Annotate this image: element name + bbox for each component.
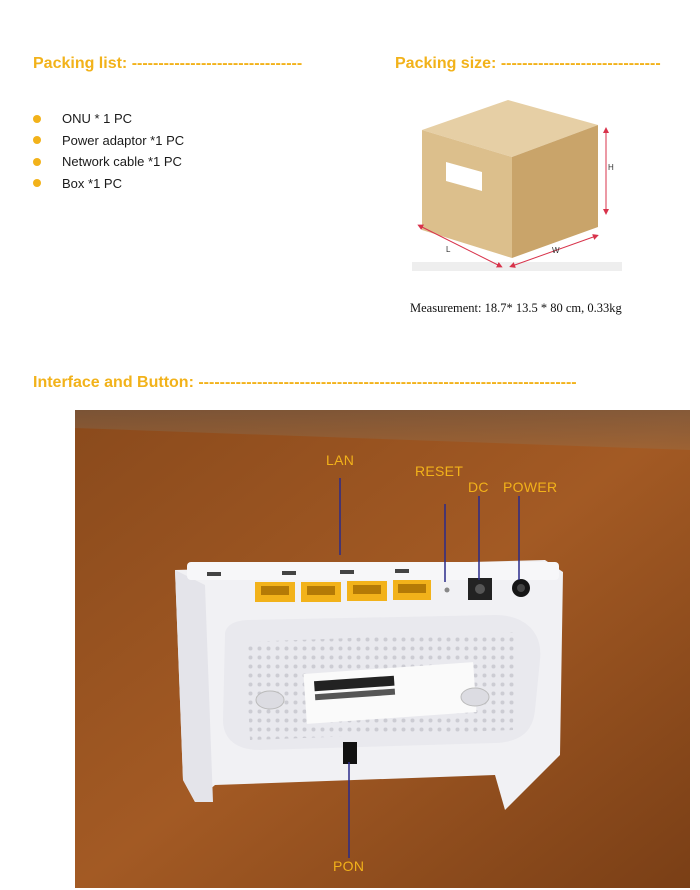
dc-callout: DC	[468, 479, 489, 495]
bullet-icon	[33, 157, 41, 166]
list-item: Power adaptor *1 PC	[33, 130, 184, 152]
bullet-icon	[33, 114, 41, 123]
list-item: Box *1 PC	[33, 173, 184, 195]
pon-callout: PON	[333, 858, 365, 874]
list-item-label: Network cable *1 PC	[62, 154, 182, 170]
lan-callout: LAN	[326, 452, 355, 468]
measurement-text: Measurement: 18.7* 13.5 * 80 cm, 0.33kg	[410, 301, 622, 315]
width-label: W	[552, 246, 560, 255]
packing-list: ONU * 1 PC Power adaptor *1 PC Network c…	[33, 108, 184, 194]
packing-list-title: Packing list: --------------------------…	[33, 55, 303, 72]
packing-size-title: Packing size: --------------------------…	[395, 55, 661, 72]
width-arrow	[509, 234, 599, 268]
reset-callout: RESET	[415, 463, 464, 479]
list-item: Network cable *1 PC	[33, 151, 184, 173]
list-item: ONU * 1 PC	[33, 108, 184, 130]
list-item-label: Box *1 PC	[62, 175, 122, 191]
box-side	[512, 125, 598, 258]
packing-box-illustration: H L W	[412, 100, 622, 271]
list-item-label: Power adaptor *1 PC	[62, 132, 185, 148]
pon-port	[343, 742, 357, 764]
height-label: H	[608, 163, 614, 172]
onu-device-photo	[75, 410, 690, 888]
interface-title: Interface and Button: ------------------…	[33, 374, 577, 391]
power-callout: POWER	[503, 479, 558, 495]
reset-hole	[444, 587, 450, 593]
list-item-label: ONU * 1 PC	[62, 111, 133, 127]
length-arrow	[417, 224, 503, 268]
box-top	[422, 100, 598, 157]
bullet-icon	[33, 179, 41, 188]
bullet-icon	[33, 136, 41, 145]
box-shadow	[412, 262, 622, 271]
box-handle	[446, 162, 482, 191]
length-label: L	[446, 245, 451, 254]
device-top-edge	[187, 562, 559, 580]
